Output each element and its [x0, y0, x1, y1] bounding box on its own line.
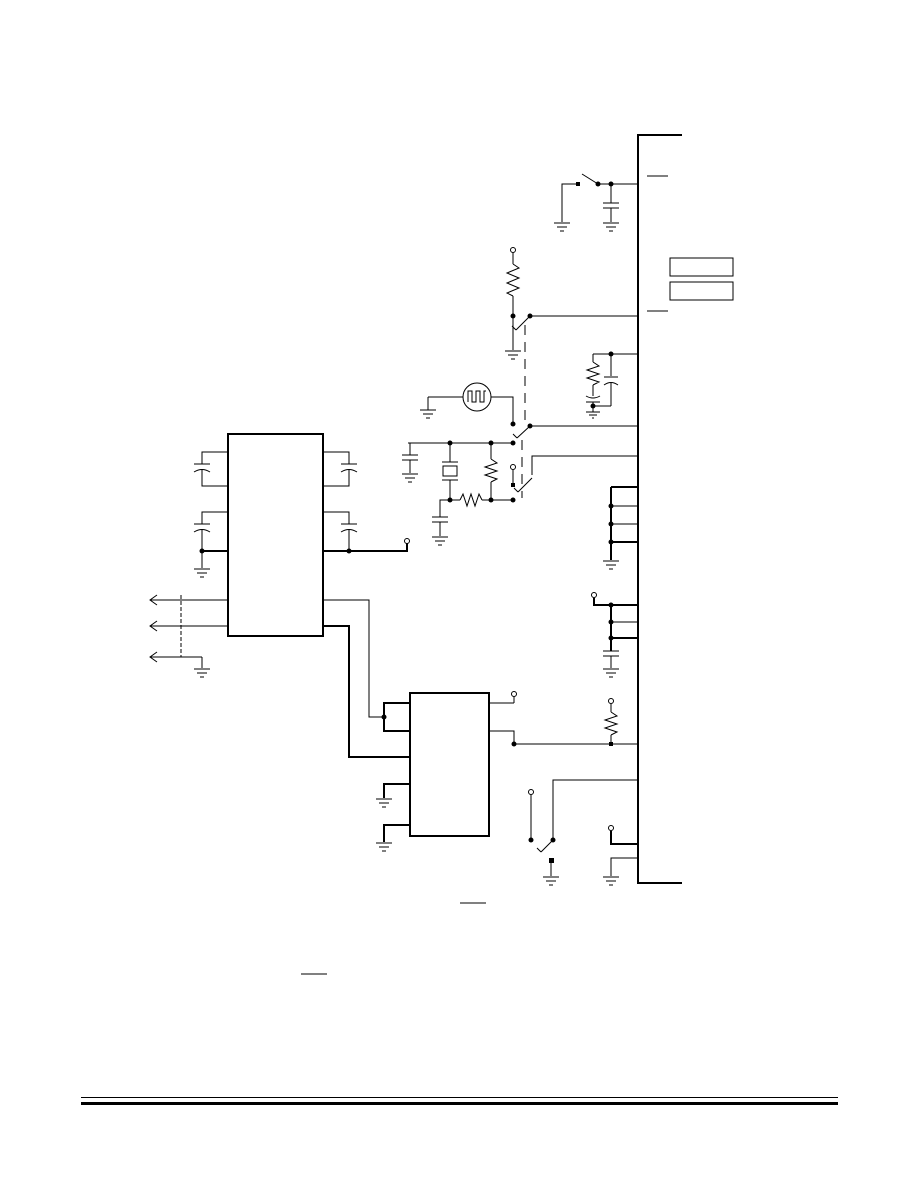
- capacitor: [193, 451, 228, 487]
- supply-pin: [608, 825, 638, 845]
- rc-network: [585, 351, 638, 419]
- resistor: [450, 492, 513, 508]
- tied-pins-group-1: [603, 486, 638, 570]
- pullup-resistor: [505, 247, 521, 319]
- signal-wire: [323, 625, 410, 758]
- resistor: [516, 698, 638, 746]
- eeprom-ic: [376, 691, 517, 852]
- reset-switch[interactable]: [561, 173, 638, 222]
- serial-port-connections: [149, 594, 228, 678]
- mode-switch[interactable]: [511, 313, 638, 351]
- interface-ic: [227, 433, 324, 637]
- crystal: [442, 440, 458, 503]
- label-box-1: [669, 257, 734, 277]
- square-wave-generator: [420, 382, 514, 422]
- microcontroller: [637, 134, 682, 884]
- capacitor: [193, 511, 228, 578]
- capacitor: [323, 451, 358, 487]
- footer-rule-thin: [81, 1097, 838, 1098]
- ground-symbol: [505, 350, 521, 360]
- capacitor: [323, 511, 410, 554]
- ground-symbol: [554, 222, 570, 232]
- capacitor: [402, 443, 418, 483]
- resistor: [483, 440, 499, 503]
- footer-rule-thick: [81, 1102, 838, 1105]
- capacitor: [603, 184, 619, 232]
- capacitor: [432, 499, 450, 546]
- program-switch[interactable]: [528, 779, 639, 886]
- signal-wire: [323, 599, 384, 718]
- label-box-2: [669, 281, 734, 301]
- tied-pins-group-2: [591, 592, 638, 678]
- clock-source-selector-switch[interactable]: [408, 421, 638, 503]
- ground-symbol: [603, 857, 638, 886]
